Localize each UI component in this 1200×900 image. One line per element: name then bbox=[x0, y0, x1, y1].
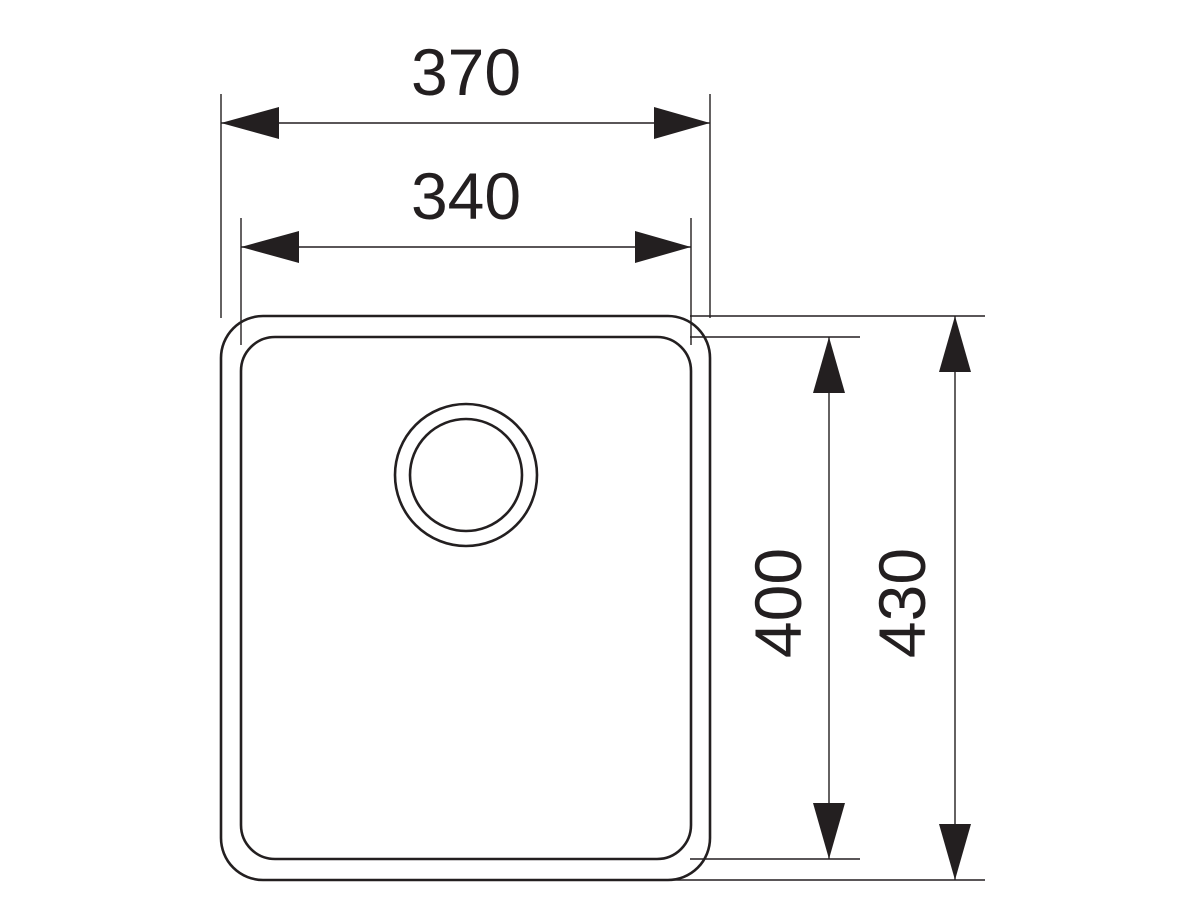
arrowhead-down bbox=[813, 803, 845, 859]
drain-inner-ring bbox=[408, 417, 524, 533]
dimension-outer-width: 370 bbox=[221, 35, 710, 139]
arrowhead-down bbox=[939, 824, 971, 880]
dimension-label-inner-width: 340 bbox=[411, 159, 521, 233]
arrowhead-up bbox=[813, 337, 845, 393]
dimension-label-outer-depth: 430 bbox=[865, 548, 939, 658]
dimension-inner-width: 340 bbox=[241, 159, 691, 263]
dimension-inner-depth: 400 bbox=[741, 337, 845, 859]
dimension-label-inner-depth: 400 bbox=[741, 548, 815, 658]
arrowhead-left bbox=[241, 231, 299, 263]
arrowhead-up bbox=[939, 316, 971, 372]
arrowhead-right bbox=[654, 107, 710, 139]
arrowhead-left bbox=[221, 107, 279, 139]
dimension-outer-depth: 430 bbox=[865, 316, 971, 880]
dimension-label-outer-width: 370 bbox=[411, 35, 521, 109]
sink-outer-rim bbox=[219, 314, 712, 882]
arrowhead-right bbox=[635, 231, 691, 263]
drain-outer-ring bbox=[393, 402, 539, 548]
sink-inner-bowl bbox=[239, 335, 693, 861]
